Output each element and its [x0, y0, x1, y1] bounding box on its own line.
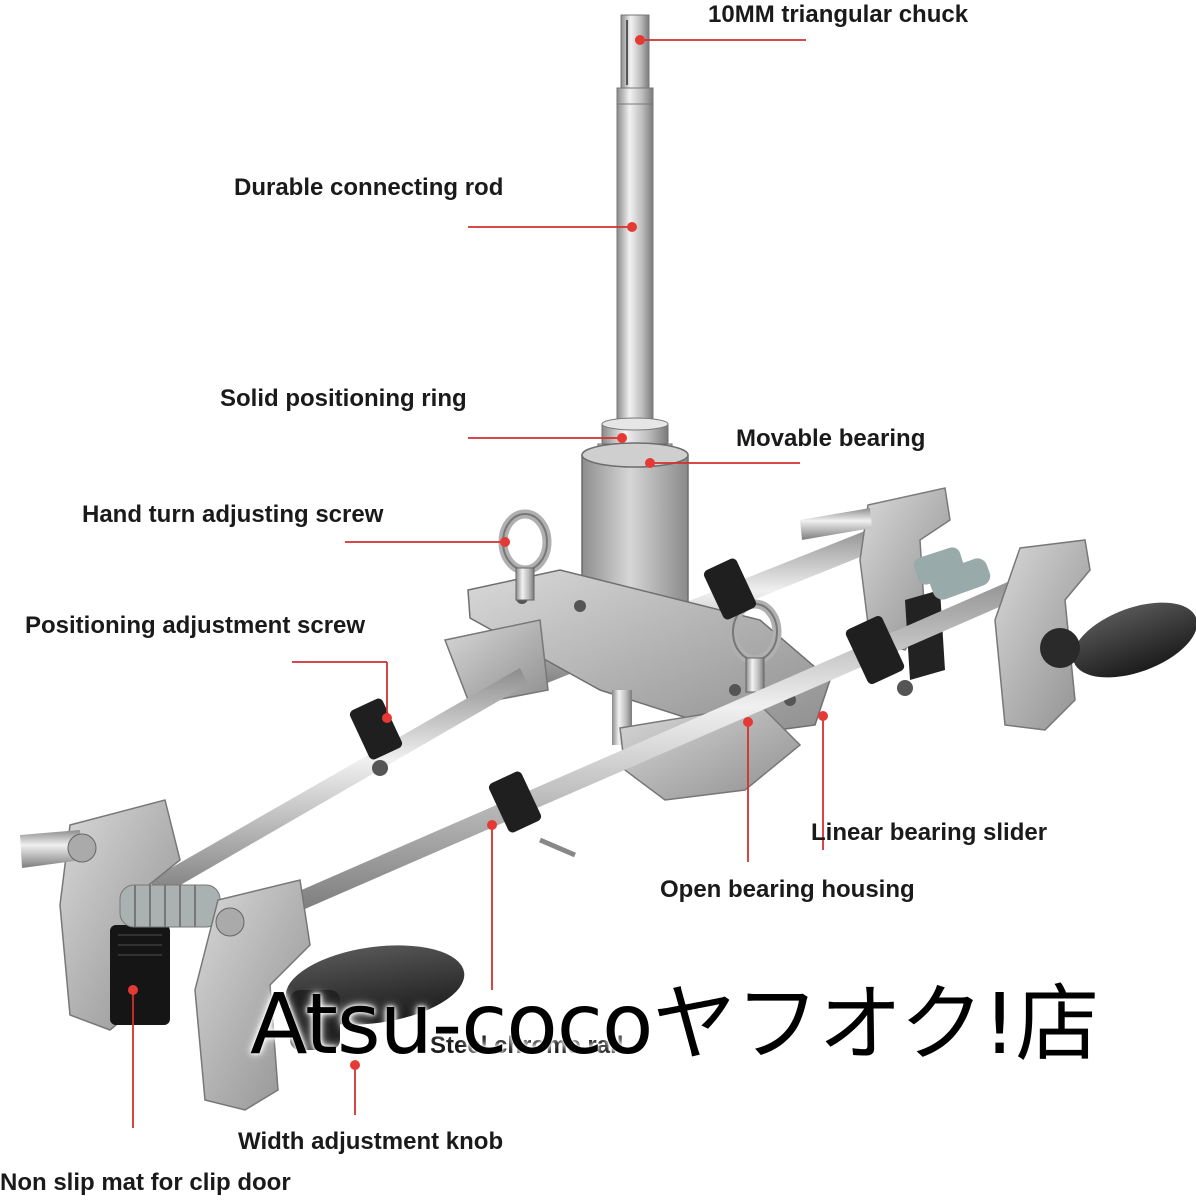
width-adjustment-knob-left — [285, 945, 465, 1050]
linear-slider-label: Linear bearing slider — [811, 819, 1048, 846]
connecting-rod — [616, 14, 654, 435]
rail-clip-3 — [703, 558, 757, 620]
width-knob-label: Width adjustment knob — [238, 1128, 504, 1155]
upper-left-rail — [150, 668, 528, 898]
left-front-clamp — [194, 879, 311, 1111]
rail-clip-4 — [845, 616, 913, 696]
non-slip-mat-label: Non slip mat for clip door — [0, 1169, 291, 1196]
chuck-label: 10MM triangular chuck — [708, 1, 969, 28]
front-rail — [290, 570, 1043, 912]
width-adjustment-knob-right — [1040, 602, 1196, 678]
connecting-rod-label: Durable connecting rod — [234, 174, 504, 201]
rail-clip-2 — [488, 771, 576, 858]
positioning-ring — [601, 417, 669, 447]
movable-bearing-label: Movable bearing — [736, 425, 926, 452]
right-front-clamp — [929, 539, 1091, 731]
spring — [119, 884, 221, 928]
positioning-screw-label: Positioning adjustment screw — [25, 612, 366, 639]
steel-rail-label: Steel chrome rail — [430, 1032, 624, 1059]
hand-turn-screw-label: Hand turn adjusting screw — [82, 501, 384, 528]
positioning-ring-label: Solid positioning ring — [220, 385, 467, 412]
store-watermark: Atsu-cocoヤフオク!店 — [250, 975, 1099, 1073]
open-housing-label: Open bearing housing — [660, 876, 915, 903]
leader-lines — [128, 35, 828, 1128]
rail-clip-1 — [349, 698, 403, 776]
